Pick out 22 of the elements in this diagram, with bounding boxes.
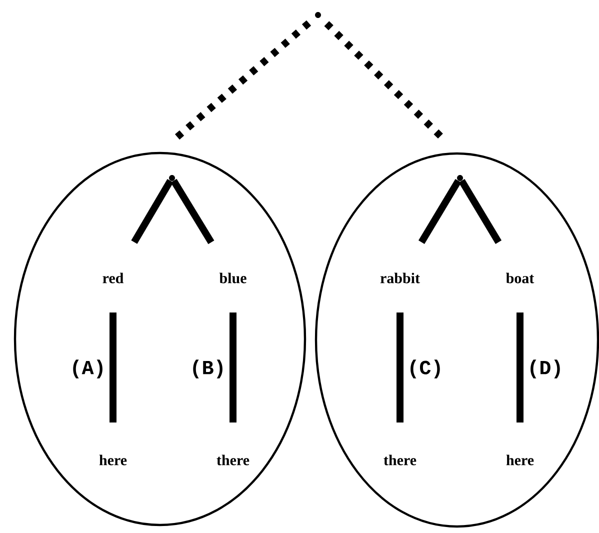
word: red [102, 272, 124, 284]
branch-line [131, 178, 174, 244]
edge-label: (B) [188, 358, 227, 380]
branch-line [418, 178, 462, 244]
branch-line [170, 178, 214, 244]
edge-label: (C) [406, 358, 444, 380]
word: here [506, 454, 534, 466]
branch-line [230, 312, 236, 423]
word: rabbit [380, 272, 420, 284]
oval [14, 152, 306, 526]
word: there [216, 454, 250, 466]
branch-line [396, 312, 404, 423]
branch-line [110, 312, 116, 423]
word: there [384, 454, 416, 466]
edge-label: (A) [68, 358, 107, 380]
word: blue [219, 272, 246, 284]
branch-line [516, 312, 524, 423]
branch-line [458, 178, 502, 244]
word: here [99, 454, 127, 466]
oval [314, 152, 599, 528]
word: boat [506, 272, 534, 284]
edge-label: (D) [526, 358, 564, 380]
